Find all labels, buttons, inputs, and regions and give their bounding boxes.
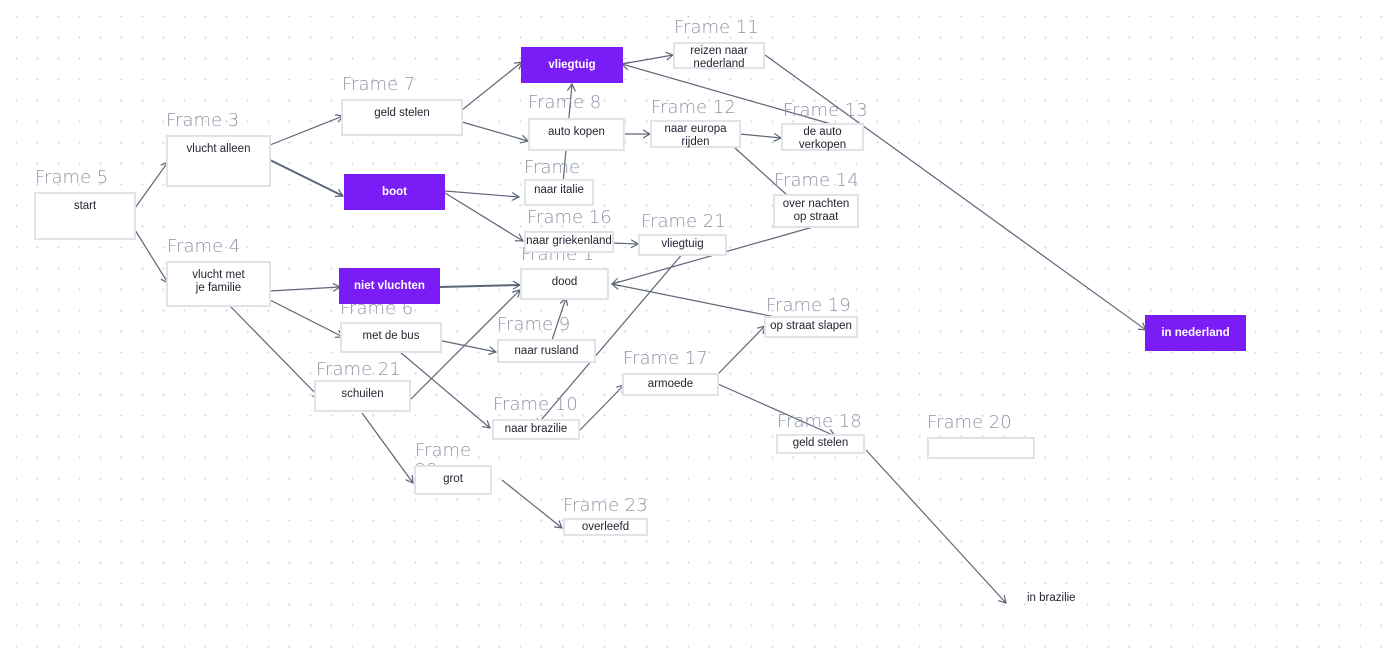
node-boot[interactable]: boot — [344, 174, 445, 210]
node-grot[interactable]: grot — [414, 465, 492, 495]
node-vliegtuig-mid[interactable]: vliegtuig — [638, 234, 727, 256]
frame-label-21-top: Frame 21 — [641, 211, 726, 232]
edge-schuilen-grot — [361, 412, 414, 484]
node-dood[interactable]: dood — [520, 268, 609, 300]
edge-grot-overleefd — [501, 479, 563, 529]
edge-geld-stelen-vliegtuig — [461, 61, 523, 111]
frame-label-3: Frame 3 — [166, 110, 240, 131]
node-naar-rusland[interactable]: naar rusland — [497, 339, 596, 363]
node-vliegtuig-top[interactable]: vliegtuig — [521, 47, 623, 83]
node-vlucht-alleen[interactable]: vlucht alleen — [166, 135, 271, 187]
node-naar-europa-rijden[interactable]: naar europa rijden — [650, 120, 741, 148]
edge-met-de-bus-naar-brazilie — [399, 351, 491, 429]
node-start[interactable]: start — [34, 192, 136, 240]
frame-label-12: Frame 12 — [651, 97, 736, 118]
frame-label-21-bottom: Frame 21 — [316, 359, 401, 380]
edge-naar-brazilie-armoede — [579, 384, 625, 431]
edge-reizen-naar-nederland-in-nederland — [764, 54, 1147, 331]
frame-label-5: Frame 5 — [35, 167, 109, 188]
node-overleefd[interactable]: overleefd — [563, 518, 648, 536]
edge-met-de-bus-naar-rusland — [432, 338, 498, 356]
node-naar-italie[interactable]: naar italie — [524, 179, 594, 206]
edge-armoede-op-straat-slapen — [717, 325, 766, 375]
edge-geld-stelen-auto-kopen — [461, 121, 530, 144]
frame-label-23: Frame 23 — [563, 495, 648, 516]
node-met-de-bus[interactable]: met de bus — [340, 322, 442, 353]
node-reizen-naar-nederland[interactable]: reizen naar nederland — [673, 42, 765, 70]
frame-label-14: Frame 14 — [774, 170, 859, 191]
node-op-straat-slapen[interactable]: op straat slapen — [764, 316, 858, 338]
edge-geld-stelen-in-brazilie — [865, 449, 1007, 604]
node-over-nachten-op-straat[interactable]: over nachten op straat — [773, 194, 859, 228]
frame-label-9: Frame 9 — [497, 314, 571, 335]
edge-naar-europa-de-auto-verkopen — [739, 132, 783, 142]
frame-label-20: Frame 20 — [927, 412, 1012, 433]
frame-label-8: Frame 8 — [528, 92, 602, 113]
node-frame-20-empty[interactable] — [927, 437, 1035, 459]
frame-label-4: Frame 4 — [167, 236, 241, 257]
node-naar-griekenland[interactable]: naar griekenland — [524, 231, 614, 253]
edge-boot-naar-griekenland — [444, 192, 525, 242]
node-vlucht-met-je-familie[interactable]: vlucht met je familie — [166, 261, 271, 307]
frame-label-19: Frame 19 — [766, 295, 851, 316]
edge-vlucht-familie-niet-vluchten — [269, 282, 342, 292]
edge-naar-griekenland-vliegtuig-mid — [611, 239, 640, 249]
node-schuilen[interactable]: schuilen — [314, 380, 411, 412]
frame-label-11: Frame 11 — [674, 17, 759, 38]
node-geld-stelen-bottom[interactable]: geld stelen — [776, 434, 865, 454]
edge-boot-naar-italie — [444, 190, 521, 201]
edge-vlucht-alleen-geld-stelen — [269, 114, 345, 146]
edge-niet-vluchten-dood — [439, 280, 522, 290]
node-de-auto-verkopen[interactable]: de auto verkopen — [781, 123, 864, 151]
edge-vliegtuig-reizen-naar-nederland — [621, 51, 675, 65]
node-armoede[interactable]: armoede — [622, 373, 719, 396]
edge-start-vlucht-alleen — [134, 161, 169, 209]
frame-label-10: Frame 10 — [493, 394, 578, 415]
frame-label-13: Frame 13 — [783, 100, 868, 121]
edge-vlucht-alleen-boot — [269, 159, 345, 198]
edge-vlucht-familie-met-de-bus — [269, 299, 345, 339]
frame-label-7: Frame 7 — [342, 74, 416, 95]
frame-label-17: Frame 17 — [623, 348, 708, 369]
frame-label-18: Frame 18 — [777, 411, 862, 432]
edge-start-vlucht-familie — [134, 229, 169, 285]
node-geld-stelen-top[interactable]: geld stelen — [341, 99, 463, 136]
node-auto-kopen[interactable]: auto kopen — [528, 118, 625, 151]
node-in-nederland[interactable]: in nederland — [1145, 315, 1246, 351]
frame-label-16: Frame 16 — [527, 207, 612, 228]
edge-vlucht-familie-schuilen — [229, 305, 321, 399]
node-in-brazilie[interactable]: in brazilie — [1027, 592, 1076, 604]
node-naar-brazilie[interactable]: naar brazilie — [492, 419, 580, 440]
node-niet-vluchten[interactable]: niet vluchten — [339, 268, 440, 304]
